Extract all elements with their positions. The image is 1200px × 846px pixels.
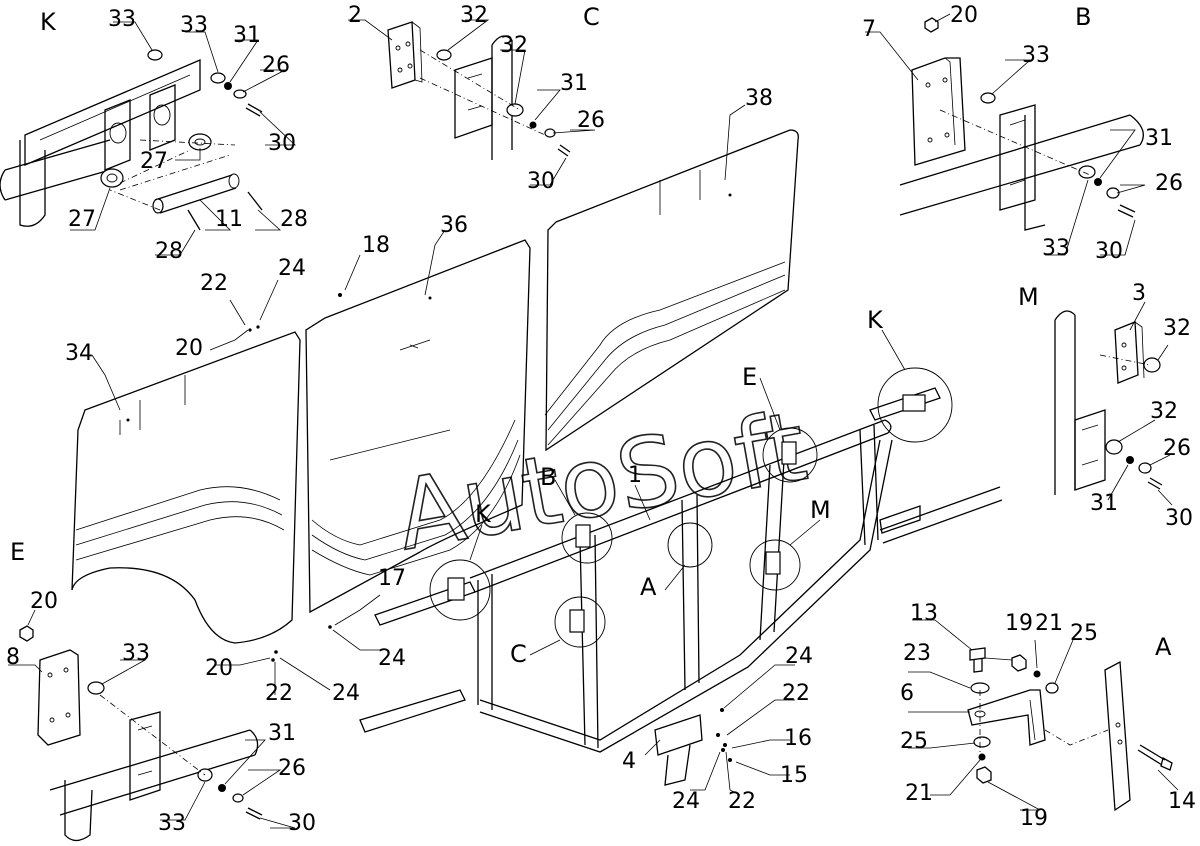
part-label: 38	[745, 86, 773, 111]
part-label: 31	[1145, 126, 1173, 151]
part-label: 20	[175, 336, 203, 361]
part-label: 31	[268, 721, 296, 746]
frame-callout-k-right: K	[867, 306, 884, 334]
view-label-m: M	[1018, 283, 1039, 311]
part-label: 34	[65, 341, 93, 366]
part-label: 26	[278, 756, 306, 781]
part-label: 28	[155, 239, 183, 264]
part-label: 7	[862, 17, 876, 42]
part-label: 26	[577, 108, 605, 133]
view-b-detail: B 20 7 33 33 31 26 30	[862, 3, 1183, 264]
callout-circle-a	[667, 522, 713, 568]
part-label: 31	[1090, 491, 1118, 516]
part-label: 17	[378, 566, 406, 591]
view-label-c: C	[583, 3, 600, 31]
part-label: 24	[378, 646, 406, 671]
view-m-detail: M 3 32 32 26 31 30	[1018, 281, 1193, 531]
part-label: 21	[1035, 611, 1063, 636]
part-label: 24	[278, 256, 306, 281]
part-label: 23	[903, 641, 931, 666]
frame-callout-m: M	[810, 496, 831, 524]
part-label: 26	[1155, 171, 1183, 196]
part-label: 14	[1168, 789, 1196, 814]
view-a-detail: A 13 19 21	[900, 601, 1196, 831]
callout-circle-b	[561, 512, 613, 564]
part-label: 33	[1022, 43, 1050, 68]
callout-circle-k	[429, 559, 491, 621]
part-label: 18	[362, 233, 390, 258]
part-label: 33	[1042, 236, 1070, 261]
part-label: 32	[460, 3, 488, 28]
part-label: 24	[332, 681, 360, 706]
part-label: 30	[1165, 506, 1193, 531]
part-label: 30	[527, 169, 555, 194]
part-label: 13	[910, 601, 938, 626]
part-label: 20	[30, 589, 58, 614]
part-label: 15	[780, 763, 808, 788]
part-label: 22	[782, 681, 810, 706]
frame-callout-c: C	[510, 640, 527, 668]
part-label: 26	[1163, 436, 1191, 461]
part-label: 32	[500, 33, 528, 58]
part-label: 28	[280, 207, 308, 232]
part-label: 22	[728, 789, 756, 814]
part-label: 20	[205, 656, 233, 681]
frame-assembly: K B C A E M K 1 4 24 22 16 15 24 22	[359, 306, 1003, 814]
part-label: 32	[1150, 399, 1178, 424]
part-label: 3	[1132, 281, 1146, 306]
part-label: 19	[1005, 611, 1033, 636]
part-label: 6	[900, 681, 914, 706]
part-label: 8	[6, 645, 20, 670]
part-label: 24	[672, 789, 700, 814]
view-k-detail: K 33	[0, 7, 308, 264]
part-label: 20	[950, 3, 978, 28]
part-label: 25	[1070, 621, 1098, 646]
side-panels: 38 36 34 18 22 24 20 17 24 20 22 24	[65, 86, 799, 706]
part-label: 16	[784, 726, 812, 751]
part-label: 36	[440, 213, 468, 238]
part-label: 31	[560, 71, 588, 96]
callout-circle-e	[762, 427, 818, 483]
part-label: 32	[1163, 316, 1191, 341]
part-label: 21	[905, 781, 933, 806]
part-label: 22	[200, 271, 228, 296]
part-label: 30	[1095, 239, 1123, 264]
frame-callout-k-left: K	[475, 500, 492, 528]
part-label: 4	[622, 749, 636, 774]
part-label: 27	[68, 207, 96, 232]
part-label: 19	[1020, 806, 1048, 831]
callout-circle-m	[749, 539, 801, 591]
part-label: 24	[785, 644, 813, 669]
view-label-e: E	[10, 538, 25, 566]
part-label: 33	[108, 7, 136, 32]
part-label: 26	[262, 53, 290, 78]
part-label: 22	[265, 681, 293, 706]
view-c-detail: C 2 32 32 31 26 30	[348, 3, 605, 194]
view-label-k: K	[40, 8, 57, 36]
part-label: 11	[215, 207, 243, 232]
frame-callout-a: A	[640, 573, 657, 601]
watermark: AutoSoft	[389, 390, 814, 572]
view-label-a: A	[1155, 633, 1172, 661]
frame-callout-e: E	[742, 363, 757, 391]
part-label: 27	[140, 149, 168, 174]
view-label-b: B	[1075, 3, 1091, 31]
callout-circle-k2	[877, 367, 953, 443]
part-label: 25	[900, 729, 928, 754]
part-label: 33	[158, 811, 186, 836]
frame-callout-b: B	[540, 463, 556, 491]
part-label: 33	[122, 641, 150, 666]
part-label: 2	[348, 3, 362, 28]
callout-circle-c	[554, 596, 606, 648]
part-label: 33	[180, 13, 208, 38]
view-e-detail: E 20 8 33 31 26 33 30	[6, 538, 316, 842]
part-label: 30	[268, 131, 296, 156]
part-label: 1	[628, 463, 642, 488]
part-label: 30	[288, 811, 316, 836]
part-label: 31	[233, 23, 261, 48]
